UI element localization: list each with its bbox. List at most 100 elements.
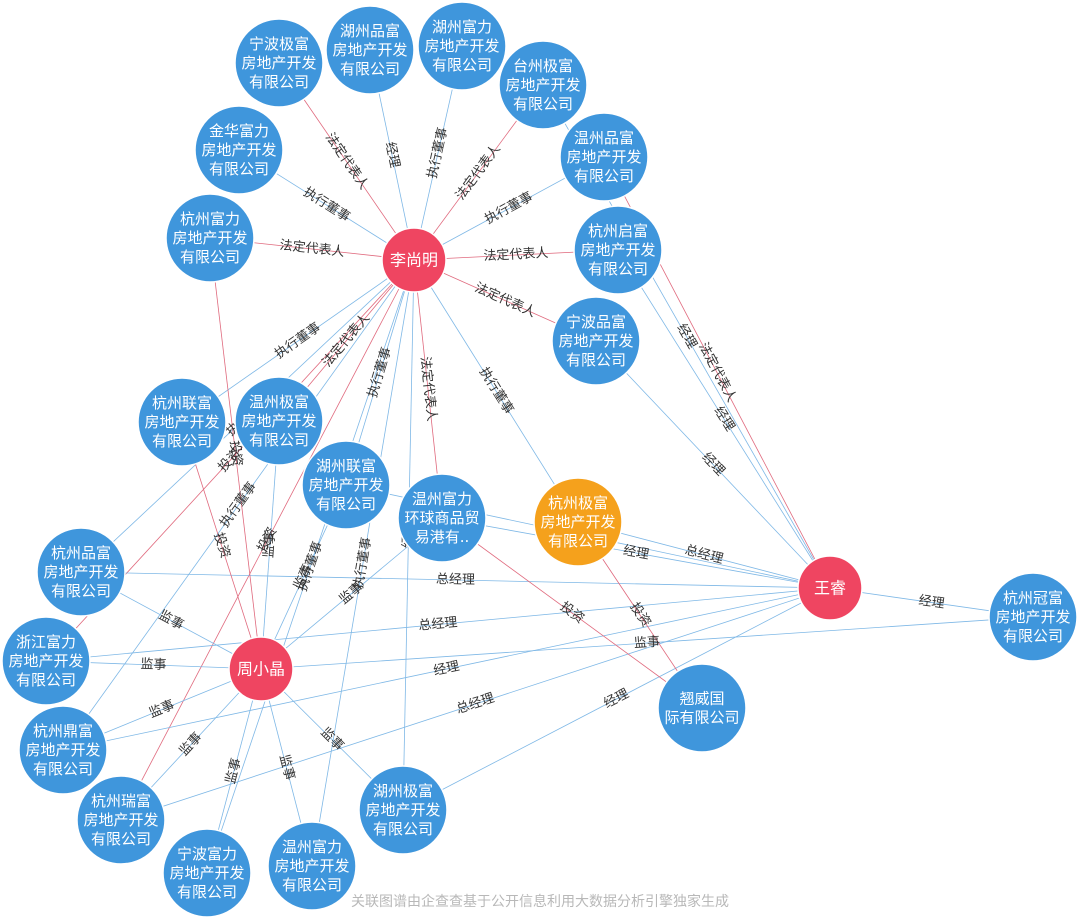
- edge-label: 法定代表人: [453, 142, 504, 203]
- node-circle[interactable]: [988, 572, 1078, 662]
- node-label-line: 湖州联富: [316, 457, 376, 475]
- node-circle[interactable]: [325, 5, 415, 95]
- edge-label: 监事: [140, 657, 167, 673]
- node-label-line: 有限公司: [91, 830, 151, 848]
- node-circle[interactable]: [551, 296, 641, 386]
- node-label-line: 杭州极富: [548, 494, 608, 512]
- node-label-line: 杭州瑞富: [91, 792, 151, 810]
- node-circle[interactable]: [559, 112, 649, 202]
- node-label-line: 有限公司: [180, 248, 240, 266]
- edge-label: 监事: [262, 531, 279, 558]
- node-label-line: 有限公司: [513, 95, 573, 113]
- node-label-line: 杭州启富: [588, 222, 648, 240]
- edge-label: 法定代表人: [472, 280, 537, 320]
- node-circle[interactable]: [573, 205, 663, 295]
- node-label-line: 房地产开发: [558, 332, 633, 350]
- node-circle[interactable]: [1, 616, 91, 706]
- node-label-line: 有限公司: [316, 495, 376, 513]
- node-circle[interactable]: [397, 473, 487, 563]
- node-circle[interactable]: [162, 828, 252, 918]
- node-circle[interactable]: [498, 40, 588, 130]
- node-circle[interactable]: [358, 765, 448, 855]
- node-circle[interactable]: [18, 705, 108, 795]
- node-label-line: 房地产开发: [172, 229, 247, 247]
- node-circle[interactable]: [234, 18, 324, 108]
- node-label-line: 房地产开发: [424, 37, 499, 55]
- node-circle[interactable]: [137, 377, 227, 467]
- node-circle[interactable]: [234, 376, 324, 466]
- node-label-line: 浙江富力: [16, 633, 76, 651]
- node-label-line: 有限公司: [574, 167, 634, 185]
- edge-p3-c7: [209, 237, 262, 670]
- edge-p2-c21: [402, 587, 831, 811]
- node-circle[interactable]: [301, 440, 391, 530]
- edge-label: 法定代表人: [279, 238, 345, 260]
- edge-c22-c13: [441, 517, 703, 709]
- node-circle[interactable]: [228, 636, 294, 702]
- node-label-line: 房地产开发: [241, 54, 316, 72]
- node-label-line: 温州富力: [412, 490, 472, 508]
- person-node-p1[interactable]: 李尚明: [381, 227, 447, 293]
- edge-p2-c9: [595, 340, 831, 589]
- person-node-p3[interactable]: 周小晶: [228, 636, 294, 702]
- node-label-line: 宁波富力: [177, 845, 237, 863]
- person-node-p2[interactable]: 王睿: [797, 555, 863, 621]
- node-circle[interactable]: [657, 663, 747, 753]
- node-label-line: 宁波极富: [249, 35, 309, 53]
- node-circle[interactable]: [165, 193, 255, 283]
- node-circle[interactable]: [76, 775, 166, 865]
- edge-label: 监事: [156, 608, 186, 634]
- node-circle[interactable]: [267, 821, 357, 911]
- edge-label: 经理: [601, 686, 631, 711]
- node-label-line: 有限公司: [373, 820, 433, 838]
- node-label-line: 有限公司: [588, 260, 648, 278]
- node-circle[interactable]: [36, 527, 126, 617]
- node-label-line: 房地产开发: [25, 741, 100, 759]
- node-label-line: 有限公司: [282, 876, 342, 894]
- node-label-line: 杭州联富: [152, 394, 212, 412]
- node-label-line: 房地产开发: [241, 412, 316, 430]
- node-label-line: 杭州冠富: [1003, 589, 1063, 607]
- edge-label: 投资: [627, 599, 655, 630]
- node-circle[interactable]: [194, 105, 284, 195]
- edge-p1-c19: [206, 259, 415, 874]
- node-label-line: 杭州鼎富: [33, 722, 93, 740]
- edge-label: 执行董事: [300, 185, 352, 225]
- node-circle[interactable]: [417, 1, 507, 91]
- node-label-line: 有限公司: [16, 671, 76, 689]
- node-label-line: 房地产开发: [308, 476, 383, 494]
- edge-label: 总经理: [683, 543, 725, 567]
- node-circle[interactable]: [533, 477, 623, 567]
- node-circle[interactable]: [381, 227, 447, 293]
- node-circle[interactable]: [797, 555, 863, 621]
- node-label-line: 有限公司: [1003, 627, 1063, 645]
- node-label-line: 房地产开发: [365, 801, 440, 819]
- node-label-line: 有限公司: [33, 760, 93, 778]
- node-label-line: 有限公司: [177, 883, 237, 901]
- node-label-line: 房地产开发: [995, 608, 1070, 626]
